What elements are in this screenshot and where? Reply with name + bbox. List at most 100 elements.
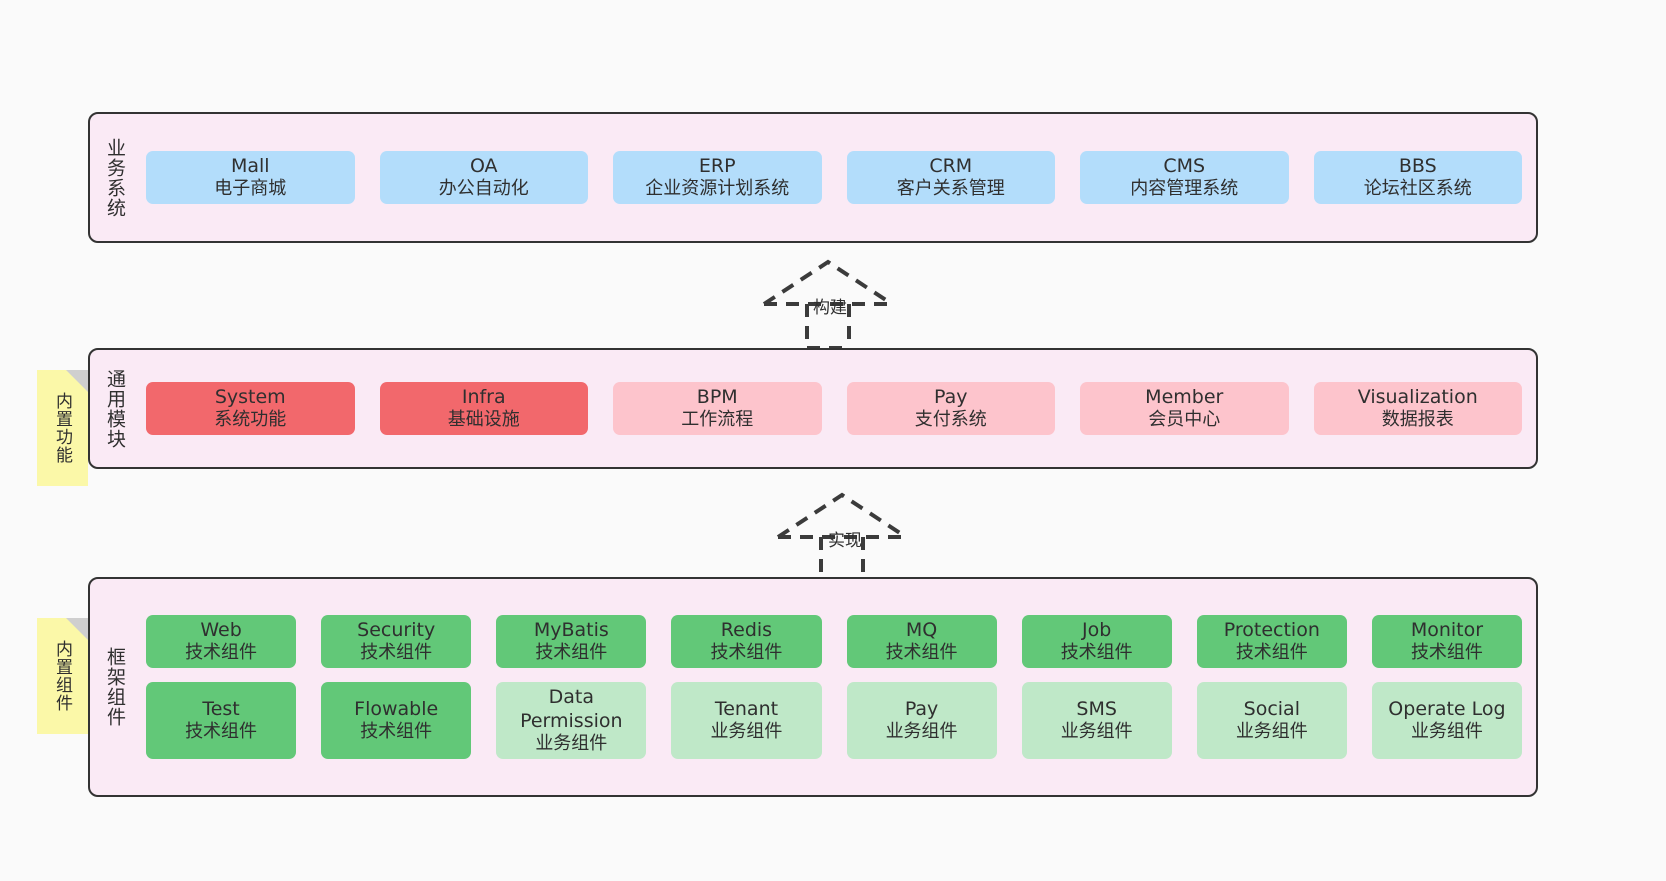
module-box-mybatis[interactable]: MyBatis 技术组件 — [496, 615, 647, 669]
module-name: Monitor — [1410, 619, 1484, 642]
module-desc: 办公自动化 — [438, 178, 529, 200]
layer-body-framework: Web 技术组件 Security 技术组件 MyBatis 技术组件 Redi… — [140, 579, 1536, 795]
layer-body-common: System 系统功能 Infra 基础设施 BPM 工作流程 Pay 支付系统… — [140, 350, 1536, 467]
module-desc: 业务组件 — [1410, 721, 1483, 743]
module-desc: 技术组件 — [360, 721, 433, 743]
connector-label-build: 构建 — [813, 298, 847, 318]
module-desc: 技术组件 — [710, 642, 783, 664]
module-row: Test 技术组件 Flowable 技术组件 Data Permission … — [146, 682, 1522, 759]
module-box-data-permission[interactable]: Data Permission 业务组件 — [496, 682, 647, 759]
layer-title-common: 通用模块 — [104, 368, 127, 449]
module-desc: 技术组件 — [185, 721, 258, 743]
module-desc: 技术组件 — [1410, 642, 1483, 664]
module-box-visualization[interactable]: Visualization 数据报表 — [1313, 381, 1522, 436]
module-desc: 支付系统 — [914, 409, 987, 431]
module-name: Tenant — [714, 697, 779, 720]
module-name: ERP — [698, 154, 736, 177]
module-box-mq[interactable]: MQ 技术组件 — [846, 615, 997, 669]
module-box-pay-business[interactable]: Pay 业务组件 — [846, 682, 997, 759]
module-name: CRM — [929, 154, 973, 177]
module-box-operate-log[interactable]: Operate Log 业务组件 — [1371, 682, 1522, 759]
module-desc: 技术组件 — [185, 642, 258, 664]
module-box-mall[interactable]: Mall 电子商城 — [146, 150, 355, 205]
module-name: Security — [357, 619, 436, 642]
module-desc: 基础设施 — [447, 409, 520, 431]
module-box-infra[interactable]: Infra 基础设施 — [379, 381, 588, 436]
module-name: CMS — [1163, 154, 1206, 177]
module-box-pay[interactable]: Pay 支付系统 — [846, 381, 1055, 436]
module-name: Pay — [904, 697, 939, 720]
module-desc: 技术组件 — [535, 642, 608, 664]
module-name: Operate Log — [1388, 697, 1506, 720]
module-desc: 电子商城 — [214, 178, 287, 200]
module-desc: 业务组件 — [1235, 721, 1308, 743]
module-name: Mall — [230, 154, 270, 177]
module-name: Web — [200, 619, 242, 642]
layer-business-systems: 业务系统 Mall 电子商城 OA 办公自动化 ERP 企业资源计划系统 CRM… — [88, 112, 1538, 243]
module-row: System 系统功能 Infra 基础设施 BPM 工作流程 Pay 支付系统… — [146, 381, 1522, 436]
module-desc: 会员中心 — [1148, 409, 1221, 431]
module-desc: 企业资源计划系统 — [645, 178, 790, 200]
layer-body-business: Mall 电子商城 OA 办公自动化 ERP 企业资源计划系统 CRM 客户关系… — [140, 114, 1536, 241]
module-box-sms[interactable]: SMS 业务组件 — [1021, 682, 1172, 759]
note-text: 内置组件 — [52, 640, 72, 712]
module-name: Redis — [720, 619, 773, 642]
module-name: Social — [1243, 697, 1300, 720]
module-desc: 内容管理系统 — [1130, 178, 1239, 200]
module-desc: 技术组件 — [1235, 642, 1308, 664]
module-desc: 技术组件 — [360, 642, 433, 664]
module-box-social[interactable]: Social 业务组件 — [1196, 682, 1347, 759]
module-box-member[interactable]: Member 会员中心 — [1080, 381, 1289, 436]
module-box-erp[interactable]: ERP 企业资源计划系统 — [613, 150, 822, 205]
module-box-protection[interactable]: Protection 技术组件 — [1196, 615, 1347, 669]
module-box-job[interactable]: Job 技术组件 — [1021, 615, 1172, 669]
layer-framework-components: 框架组件 Web 技术组件 Security 技术组件 MyBatis 技术组件… — [88, 577, 1538, 797]
note-builtin-features: 内置功能 — [37, 370, 88, 486]
connector-label-implement: 实现 — [828, 531, 862, 551]
layer-title-business: 业务系统 — [104, 137, 127, 218]
module-name: Member — [1145, 385, 1224, 408]
module-box-redis[interactable]: Redis 技术组件 — [671, 615, 822, 669]
module-desc: 业务组件 — [1060, 721, 1133, 743]
module-box-tenant[interactable]: Tenant 业务组件 — [671, 682, 822, 759]
module-desc: 业务组件 — [710, 721, 783, 743]
module-name: BPM — [696, 385, 738, 408]
module-box-security[interactable]: Security 技术组件 — [321, 615, 472, 669]
module-box-crm[interactable]: CRM 客户关系管理 — [846, 150, 1055, 205]
module-box-bbs[interactable]: BBS 论坛社区系统 — [1313, 150, 1522, 205]
module-desc: 客户关系管理 — [896, 178, 1005, 200]
layer-common-modules: 通用模块 System 系统功能 Infra 基础设施 BPM 工作流程 Pay… — [88, 348, 1538, 469]
module-name: System — [214, 385, 286, 408]
module-desc: 业务组件 — [535, 732, 608, 754]
module-box-oa[interactable]: OA 办公自动化 — [379, 150, 588, 205]
note-builtin-components: 内置组件 — [37, 618, 88, 734]
module-name: SMS — [1076, 697, 1117, 720]
module-box-cms[interactable]: CMS 内容管理系统 — [1080, 150, 1289, 205]
note-fold-corner-icon — [66, 618, 88, 640]
module-desc: 系统功能 — [214, 409, 287, 431]
module-box-web[interactable]: Web 技术组件 — [146, 615, 297, 669]
module-name: Job — [1082, 619, 1112, 642]
module-desc: 数据报表 — [1381, 409, 1454, 431]
module-name: MQ — [905, 619, 938, 642]
module-name: Infra — [461, 385, 506, 408]
module-box-flowable[interactable]: Flowable 技术组件 — [321, 682, 472, 759]
module-desc: 工作流程 — [681, 409, 754, 431]
module-desc: 论坛社区系统 — [1363, 178, 1472, 200]
module-name: BBS — [1398, 154, 1437, 177]
note-fold-corner-icon — [66, 370, 88, 392]
module-box-test[interactable]: Test 技术组件 — [146, 682, 297, 759]
module-name: Test — [202, 697, 240, 720]
module-name: Data Permission — [520, 686, 623, 732]
note-text: 内置功能 — [52, 392, 72, 464]
module-box-monitor[interactable]: Monitor 技术组件 — [1371, 615, 1522, 669]
module-name: Visualization — [1357, 385, 1478, 408]
module-row: Web 技术组件 Security 技术组件 MyBatis 技术组件 Redi… — [146, 615, 1522, 669]
module-name: Flowable — [354, 697, 439, 720]
module-desc: 技术组件 — [885, 642, 958, 664]
layer-title-framework: 框架组件 — [104, 647, 127, 727]
module-desc: 技术组件 — [1060, 642, 1133, 664]
module-box-bpm[interactable]: BPM 工作流程 — [613, 381, 822, 436]
module-box-system[interactable]: System 系统功能 — [146, 381, 355, 436]
